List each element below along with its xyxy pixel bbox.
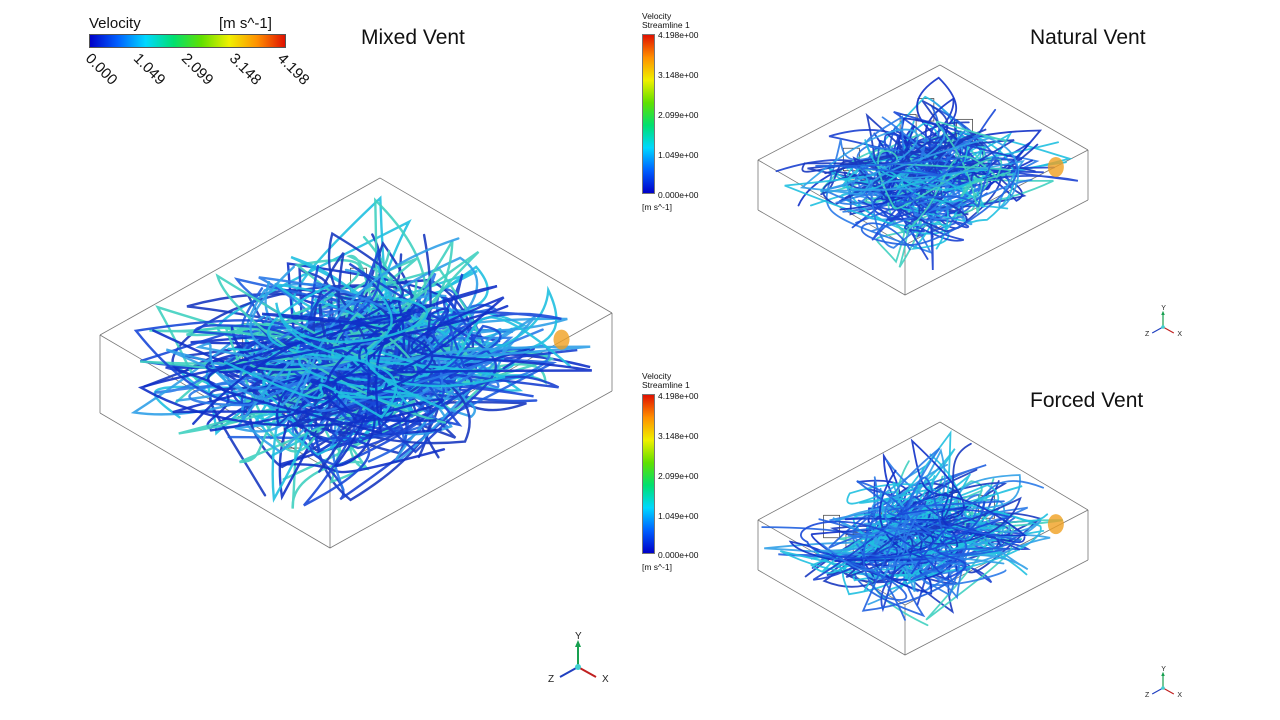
side-legend-tick: 1.049e+00 [658, 150, 699, 160]
side-legend-units: [m s^-1] [642, 562, 672, 572]
room-box-edge [939, 64, 1089, 151]
side-legend-tick: 4.198e+00 [658, 30, 699, 40]
x-axis-arrow [577, 666, 597, 678]
room-box-edge [99, 390, 613, 549]
streamline [137, 285, 509, 435]
streamline [779, 473, 1045, 591]
x-axis-label: X [1177, 692, 1182, 699]
legend-variable: Velocity [89, 15, 141, 32]
side-legend-variable: Velocity [642, 371, 672, 381]
z-axis-arrow [1151, 326, 1164, 334]
axis-origin [1161, 325, 1165, 329]
axis-origin [1161, 686, 1165, 690]
room-box-edge [99, 177, 381, 336]
room-box-edge [939, 421, 1089, 511]
streamline [852, 430, 1023, 582]
inlet-vent-high-velocity [1047, 157, 1064, 177]
z-axis-label: Z [1145, 331, 1150, 338]
side-legend-tick: 0.000e+00 [658, 550, 699, 560]
side-legend-tick: 2.099e+00 [658, 110, 699, 120]
x-axis-label: X [1177, 331, 1182, 338]
side-legend-tick: 1.049e+00 [658, 511, 699, 521]
legend-units: [m s^-1] [219, 15, 272, 32]
legend-colorbar [89, 34, 286, 48]
x-axis-label: X [602, 674, 609, 685]
streamline [266, 284, 572, 414]
y-axis-arrowhead [1161, 310, 1165, 315]
y-axis-label: Y [1161, 666, 1166, 673]
inlet-vent-high-velocity [553, 329, 570, 350]
streamline [800, 481, 1014, 580]
streamline [801, 112, 1015, 199]
y-axis-arrowhead [1161, 671, 1165, 676]
streamline [188, 281, 494, 412]
streamline [246, 231, 471, 473]
side-legend-variable: Velocity [642, 11, 672, 21]
streamline [877, 121, 1012, 231]
side-legend-tick: 4.198e+00 [658, 391, 699, 401]
room-box-edge [379, 177, 613, 314]
side-legend-name: Streamline 1 [642, 380, 690, 390]
side-legend-tick: 3.148e+00 [658, 70, 699, 80]
z-axis-label: Z [1145, 692, 1150, 699]
z-axis-arrow [1151, 687, 1164, 695]
room-box-edge [757, 421, 941, 521]
y-axis-arrowhead [575, 640, 581, 647]
streamline [815, 157, 1019, 251]
side-legend-colorbar [642, 394, 655, 554]
streamline [133, 246, 456, 440]
room-box-edge [757, 559, 1089, 656]
room-box-edge [757, 199, 1089, 296]
inlet-vent-high-velocity [1047, 514, 1064, 535]
side-legend-tick: 0.000e+00 [658, 190, 699, 200]
panel-title-forced: Forced Vent [1030, 389, 1144, 412]
streamline [223, 295, 444, 419]
streamline [195, 237, 591, 433]
streamline [821, 447, 967, 573]
z-axis-arrow [559, 666, 579, 678]
y-axis-label: Y [575, 631, 582, 642]
side-legend-units: [m s^-1] [642, 202, 672, 212]
desk-cluster [823, 514, 840, 539]
x-axis-arrow [1162, 326, 1175, 334]
side-legend-tick: 2.099e+00 [658, 471, 699, 481]
z-axis-label: Z [548, 674, 554, 685]
panel-title-mixed: Mixed Vent [361, 26, 465, 49]
side-legend-tick: 3.148e+00 [658, 431, 699, 441]
room-box-edge [757, 64, 941, 161]
panel-title-natural: Natural Vent [1030, 26, 1146, 49]
streamline [832, 463, 1051, 571]
y-axis-label: Y [1161, 305, 1166, 312]
side-legend-colorbar [642, 34, 655, 194]
x-axis-arrow [1162, 687, 1175, 695]
streamline [834, 438, 1028, 562]
side-legend-name: Streamline 1 [642, 20, 690, 30]
axis-origin [575, 664, 581, 670]
